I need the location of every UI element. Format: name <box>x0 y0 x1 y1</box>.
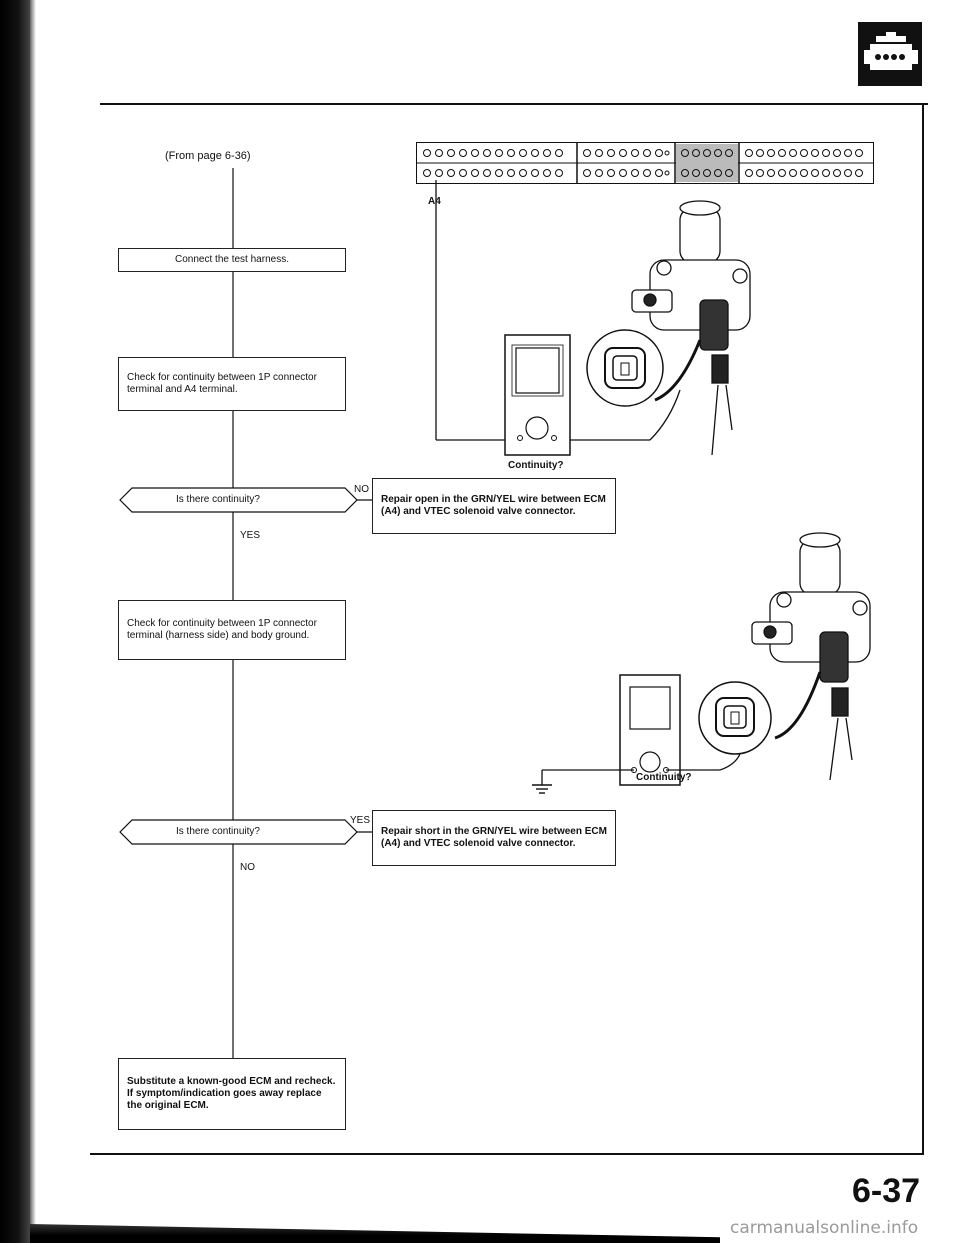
action-repair-short: Repair short in the GRN/YEL wire between… <box>372 810 616 866</box>
vtec-solenoid-valve-icon <box>751 532 871 781</box>
binding-edge <box>0 0 30 1243</box>
decision1-yes-label: YES <box>240 530 261 541</box>
top-rule <box>100 103 928 105</box>
decision2-shape <box>119 819 358 845</box>
step-connect-harness: Connect the test harness. <box>118 248 346 272</box>
decision2-text: Is there continuity? <box>176 826 260 837</box>
action-substitute-ecm: Substitute a known-good ECM and recheck.… <box>118 1058 346 1130</box>
decision2-yes-label: YES <box>350 815 371 826</box>
continuity-test-illustration-bottom <box>532 532 871 794</box>
decision1-text: Is there continuity? <box>176 494 260 505</box>
magnified-connector-icon <box>698 681 772 755</box>
ecm-connector <box>416 142 874 184</box>
bottom-rule <box>90 1153 924 1155</box>
step-check-continuity-a4: Check for continuity between 1P connecto… <box>118 357 346 411</box>
decision2-no-label: NO <box>240 862 255 873</box>
ohmmeter-icon <box>619 674 681 786</box>
from-page-reference: (From page 6-36) <box>165 150 251 162</box>
action-repair-open: Repair open in the GRN/YEL wire between … <box>372 478 616 534</box>
continuity-test-illustration-top <box>435 180 751 456</box>
decision1-no-label: NO <box>354 484 369 495</box>
continuity-label-bottom: Continuity? <box>636 772 692 783</box>
vtec-solenoid-valve-icon <box>631 200 751 456</box>
right-rule <box>922 103 924 1153</box>
engine-section-icon <box>858 22 922 86</box>
ohmmeter-icon <box>504 334 571 456</box>
continuity-label-top: Continuity? <box>508 460 564 471</box>
watermark: carmanualsonline.info <box>730 1218 919 1238</box>
magnified-connector-icon <box>586 329 664 407</box>
binding-edge-shadow <box>30 0 36 1243</box>
ground-symbol-icon <box>532 784 552 794</box>
page-number: 6-37 <box>852 1172 921 1210</box>
decision1-shape <box>119 487 358 513</box>
step-check-body-ground: Check for continuity between 1P connecto… <box>118 600 346 660</box>
connector-pins-graphic <box>417 143 873 183</box>
pin-a4-label: A4 <box>428 196 441 207</box>
